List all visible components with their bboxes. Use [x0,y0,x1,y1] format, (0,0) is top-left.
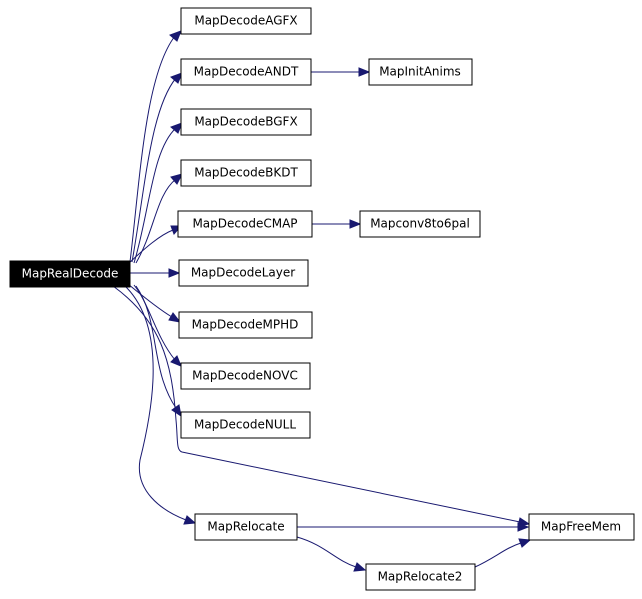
edge-mapreal-to-bgfx [133,127,177,264]
node-label: MapRelocate [207,520,284,534]
node-mapdecode-cmap[interactable]: MapDecodeCMAP [177,210,313,238]
edge-arrowhead [168,268,181,278]
edge-arrowhead [353,562,367,572]
node-label: MapDecodeNULL [194,418,296,432]
edge-arrowhead [517,522,530,532]
node-map-relocate[interactable]: MapRelocate [194,513,298,541]
node-label: MapRelocate2 [378,570,463,584]
edge-relocate-to-relocate2 [296,536,357,568]
edge-arrowhead [358,67,371,77]
node-mapdecode-mphd[interactable]: MapDecodeMPHD [178,311,313,339]
node-mapinit-anims[interactable]: MapInitAnims [368,58,473,86]
edge-relocate2-to-freemem [474,542,522,568]
edge-arrowhead [518,538,532,548]
edge-mapreal-to-bkdt [135,178,177,264]
node-label: MapDecodeBKDT [194,166,298,180]
edge-mapreal-to-andt [131,77,177,263]
edge-arrowhead [169,30,182,42]
node-label: Mapconv8to6pal [370,217,470,231]
edge-mapreal-to-mphd [127,283,173,318]
node-label: MapDecodeMPHD [192,318,299,332]
edge-arrowhead [171,404,182,418]
edge-mapreal-to-null [135,285,177,409]
edge-mapreal-to-freemem [112,285,521,523]
node-mapdecode-agfx[interactable]: MapDecodeAGFX [180,7,312,35]
edge-arrowhead [170,72,183,84]
edges-layer [112,30,532,572]
edge-mapreal-to-cmap [127,229,174,265]
edge-arrowhead [349,219,362,229]
node-mapdecode-andt[interactable]: MapDecodeANDT [180,58,312,86]
edge-arrowhead [183,515,197,525]
edge-arrowhead [168,312,182,323]
node-label: MapDecodeLayer [191,266,295,280]
node-mapdecode-null[interactable]: MapDecodeNULL [180,411,311,439]
node-label: MapFreeMem [541,520,621,534]
node-mapdecode-layer[interactable]: MapDecodeLayer [178,259,309,287]
node-mapdecode-novc[interactable]: MapDecodeNOVC [180,362,311,390]
node-label: MapInitAnims [379,65,461,79]
edge-mapreal-to-agfx [129,35,176,263]
edge-arrowhead [170,173,183,185]
node-map-free-mem[interactable]: MapFreeMem [528,513,635,541]
edge-arrowhead [170,122,183,134]
node-label: MapDecodeAGFX [194,14,297,28]
node-mapdecode-bgfx[interactable]: MapDecodeBGFX [180,108,312,136]
edge-mapreal-to-relocate [124,285,187,521]
edge-arrowhead [170,355,182,367]
node-mapreal-decode[interactable]: MapRealDecode [9,260,131,288]
node-mapconv8to6pal[interactable]: Mapconv8to6pal [359,210,481,238]
edge-mapreal-to-novc [133,284,176,361]
node-mapdecode-bkdt[interactable]: MapDecodeBKDT [180,159,312,187]
node-label: MapRealDecode [22,267,119,281]
nodes-layer: MapRealDecode MapDecodeAGFX MapDecodeAND… [9,7,635,591]
node-label: MapDecodeNOVC [192,369,298,383]
node-label: MapDecodeCMAP [192,217,297,231]
node-map-relocate2[interactable]: MapRelocate2 [365,563,476,591]
node-label: MapDecodeANDT [194,65,299,79]
node-label: MapDecodeBGFX [194,115,297,129]
